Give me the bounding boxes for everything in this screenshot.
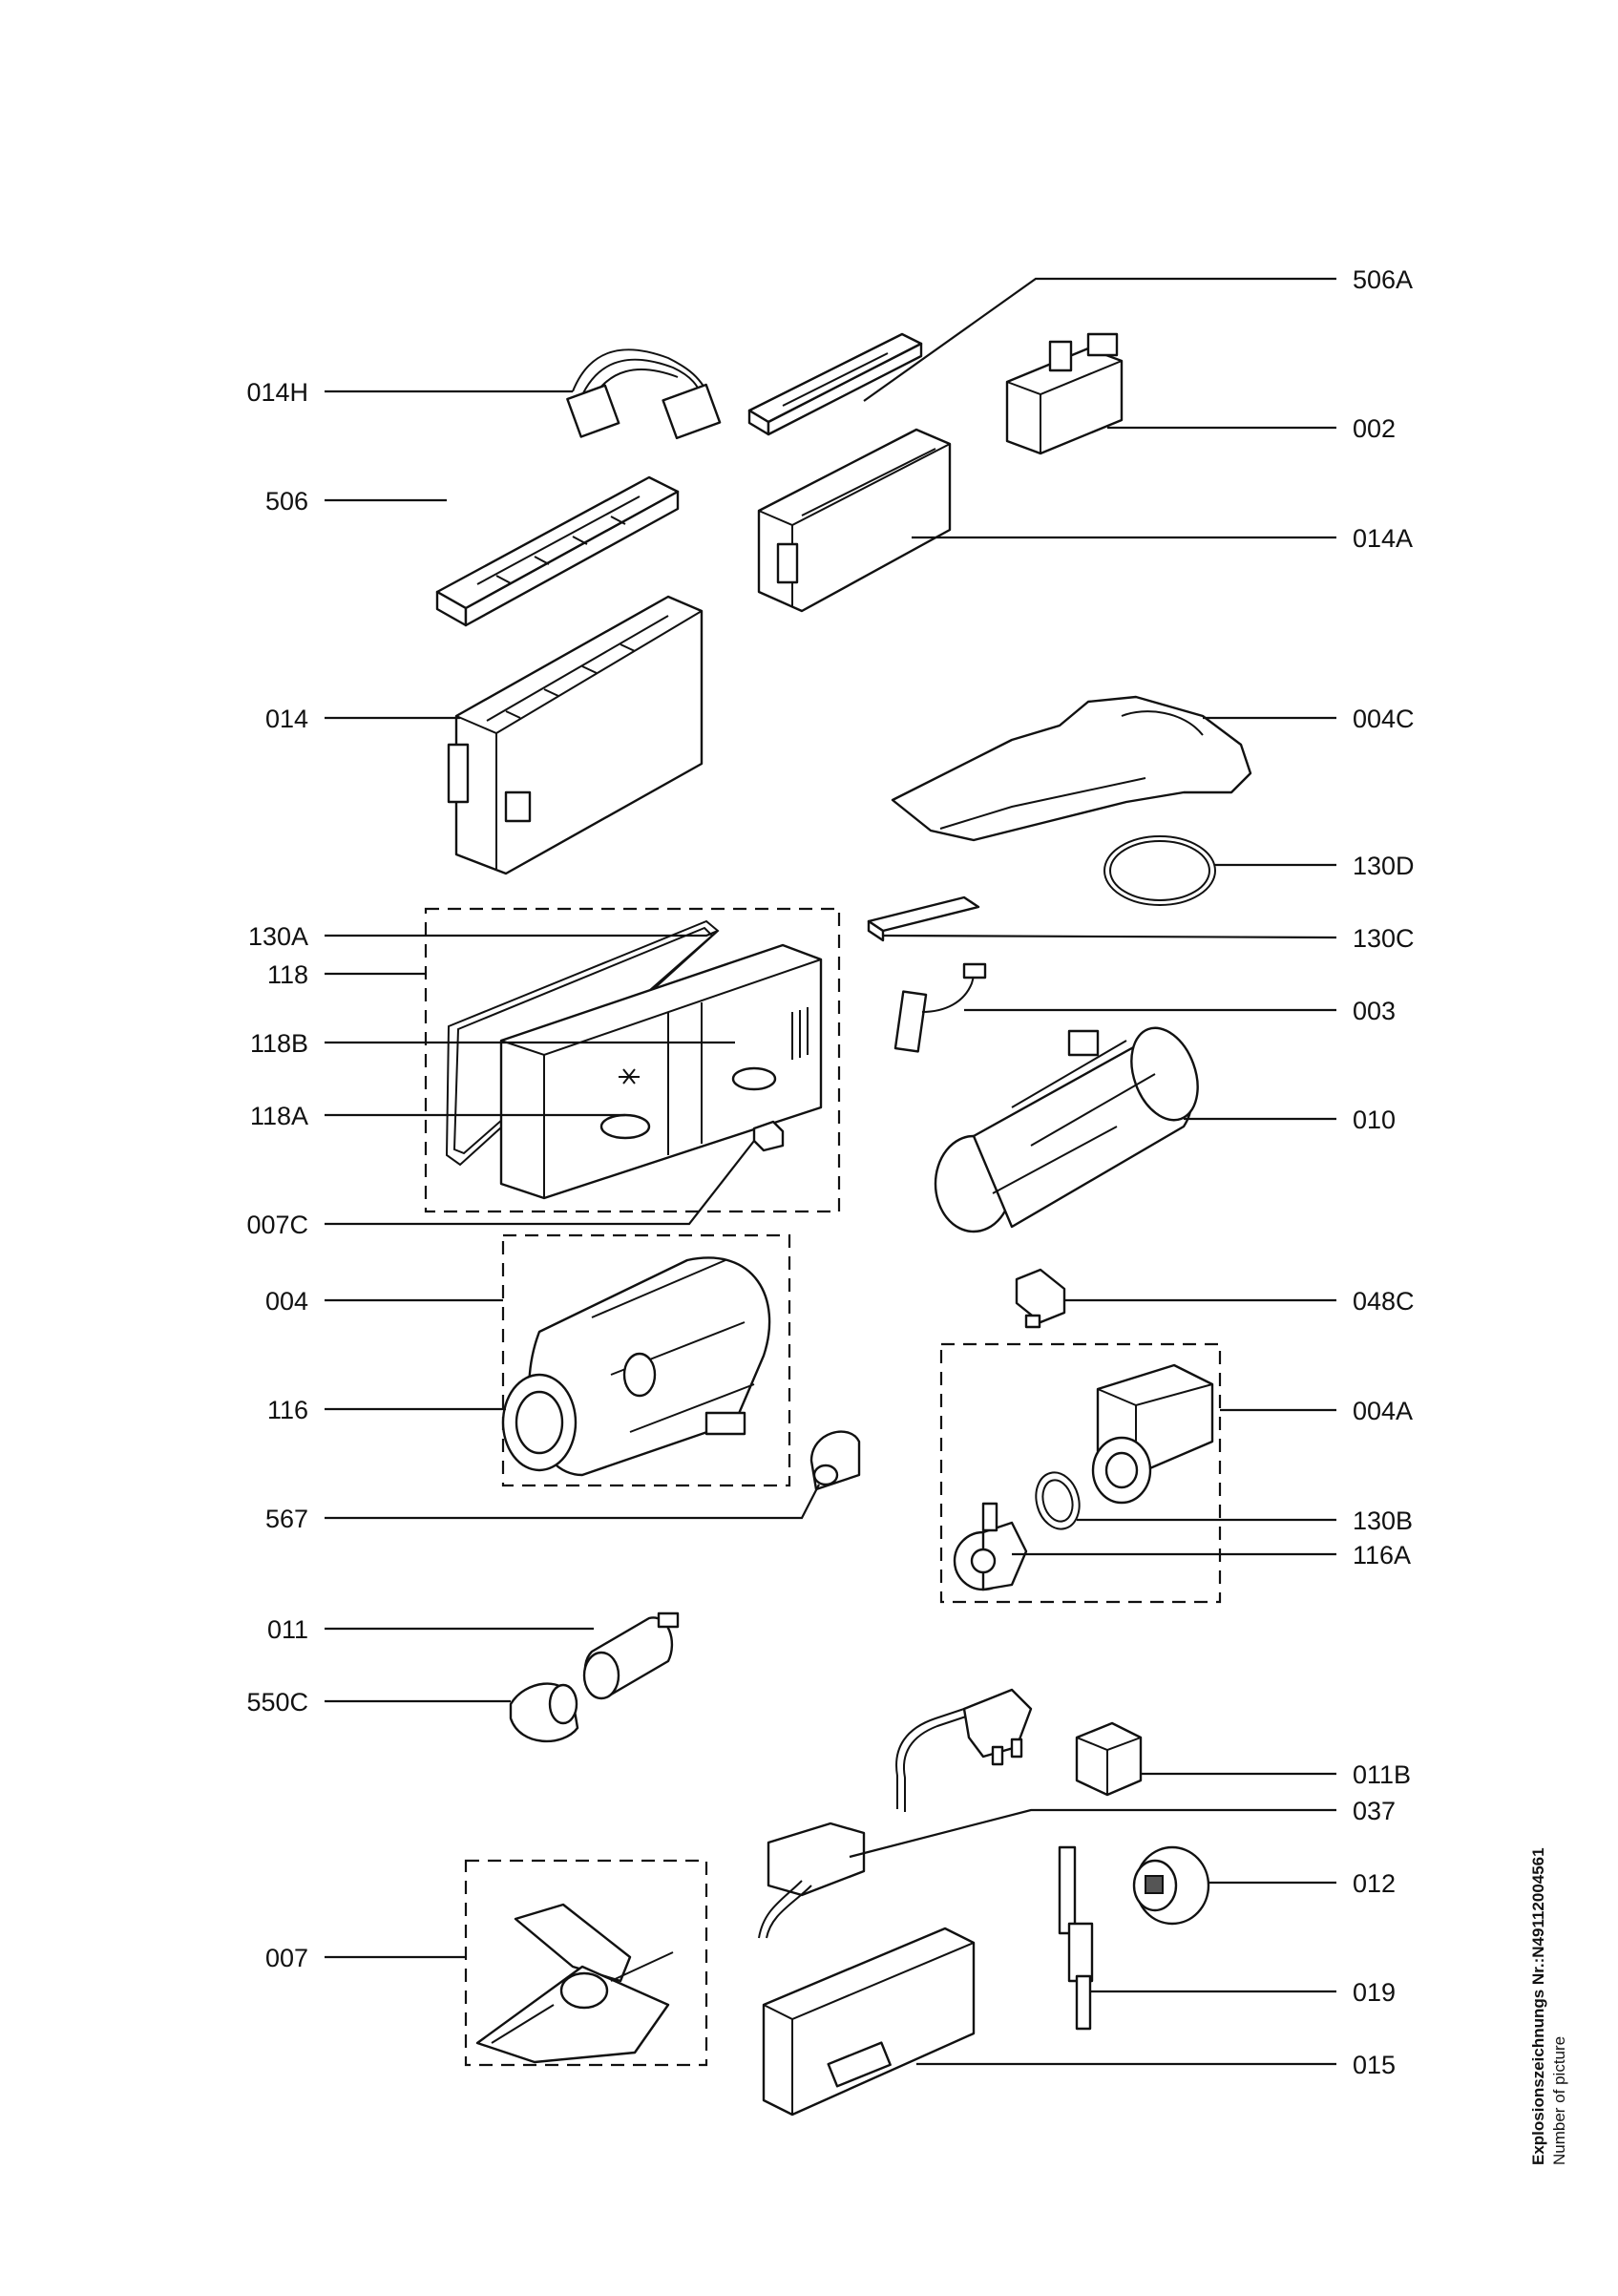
part-037-switch-assembly	[758, 1822, 866, 1939]
label-007: 007	[265, 1944, 308, 1972]
part-550c-cap	[509, 1682, 579, 1743]
part-567-clip	[809, 1430, 861, 1491]
labels-left: 014H 506 014 130A 118 118B 118A 007C 004…	[246, 378, 308, 1972]
label-116: 116	[267, 1396, 308, 1424]
label-010: 010	[1353, 1106, 1396, 1134]
leader-lines	[325, 277, 1337, 2066]
part-007-sprayarm	[475, 1903, 674, 2064]
part-014-module	[447, 595, 704, 875]
label-506: 506	[265, 487, 308, 516]
picture-number-caption: Number of picture	[1550, 2036, 1568, 2165]
part-004c-cover	[891, 695, 1252, 842]
label-015: 015	[1353, 2051, 1396, 2079]
part-130c-seal	[867, 895, 980, 942]
part-506-keypad	[435, 475, 680, 627]
part-011-motor	[582, 1611, 680, 1700]
label-130a: 130A	[248, 922, 308, 951]
part-037-plug	[895, 1688, 1033, 1812]
label-004: 004	[265, 1287, 308, 1316]
labels-right: 506A 002 014A 004C 130D 130C 003 010 048…	[1353, 265, 1415, 2079]
part-019-sensor	[1058, 1845, 1094, 2031]
part-002-switch	[1005, 332, 1124, 455]
part-007c-clip	[752, 1120, 785, 1152]
label-567: 567	[265, 1505, 308, 1533]
part-014a-module	[757, 428, 952, 613]
label-003: 003	[1353, 997, 1396, 1025]
group-118-box	[424, 907, 841, 1213]
group-004-box	[501, 1233, 791, 1487]
part-015-cover	[762, 1927, 976, 2117]
label-012: 012	[1353, 1869, 1396, 1898]
label-048c: 048C	[1353, 1287, 1415, 1316]
label-014a: 014A	[1353, 524, 1413, 553]
part-011b-relay	[1075, 1721, 1143, 1797]
part-506a-keypad	[747, 332, 923, 436]
label-037: 037	[1353, 1797, 1396, 1825]
part-004-pump	[501, 1256, 771, 1477]
label-011b: 011B	[1353, 1760, 1411, 1789]
part-012-knob	[1132, 1845, 1210, 1926]
part-118-dispenser	[499, 943, 823, 1200]
label-011: 011	[267, 1615, 308, 1644]
label-550c: 550C	[246, 1688, 308, 1717]
label-007c: 007C	[246, 1211, 308, 1239]
label-004c: 004C	[1353, 705, 1415, 733]
label-014h: 014H	[246, 378, 308, 407]
picture-number-title: Explosionszeichnungs Nr.:N49112004561	[1529, 1847, 1547, 2165]
group-004a-box	[939, 1342, 1222, 1604]
part-014h-harness	[566, 348, 722, 440]
label-130c: 130C	[1353, 924, 1415, 953]
label-118b: 118B	[250, 1029, 308, 1058]
picture-number: Explosionszeichnungs Nr.:N49112004561 Nu…	[1529, 1847, 1568, 2165]
label-506a: 506A	[1353, 265, 1413, 294]
part-010-heater	[934, 1026, 1199, 1233]
part-130b-ring	[1035, 1471, 1081, 1530]
part-048c-sensor	[1015, 1268, 1066, 1329]
label-002: 002	[1353, 414, 1396, 443]
label-014: 014	[265, 705, 308, 733]
label-116a: 116A	[1353, 1541, 1411, 1569]
label-118: 118	[267, 960, 308, 989]
label-004a: 004A	[1353, 1397, 1413, 1425]
label-130d: 130D	[1353, 852, 1415, 880]
part-003-sensor	[893, 962, 987, 1053]
label-118a: 118A	[250, 1102, 308, 1130]
label-019: 019	[1353, 1978, 1396, 2007]
part-004a-drainpump	[1091, 1363, 1214, 1505]
part-130d-ring	[1103, 835, 1216, 906]
label-130b: 130B	[1353, 1506, 1413, 1535]
group-007-box	[464, 1859, 708, 2067]
part-116a-housing	[953, 1502, 1028, 1591]
